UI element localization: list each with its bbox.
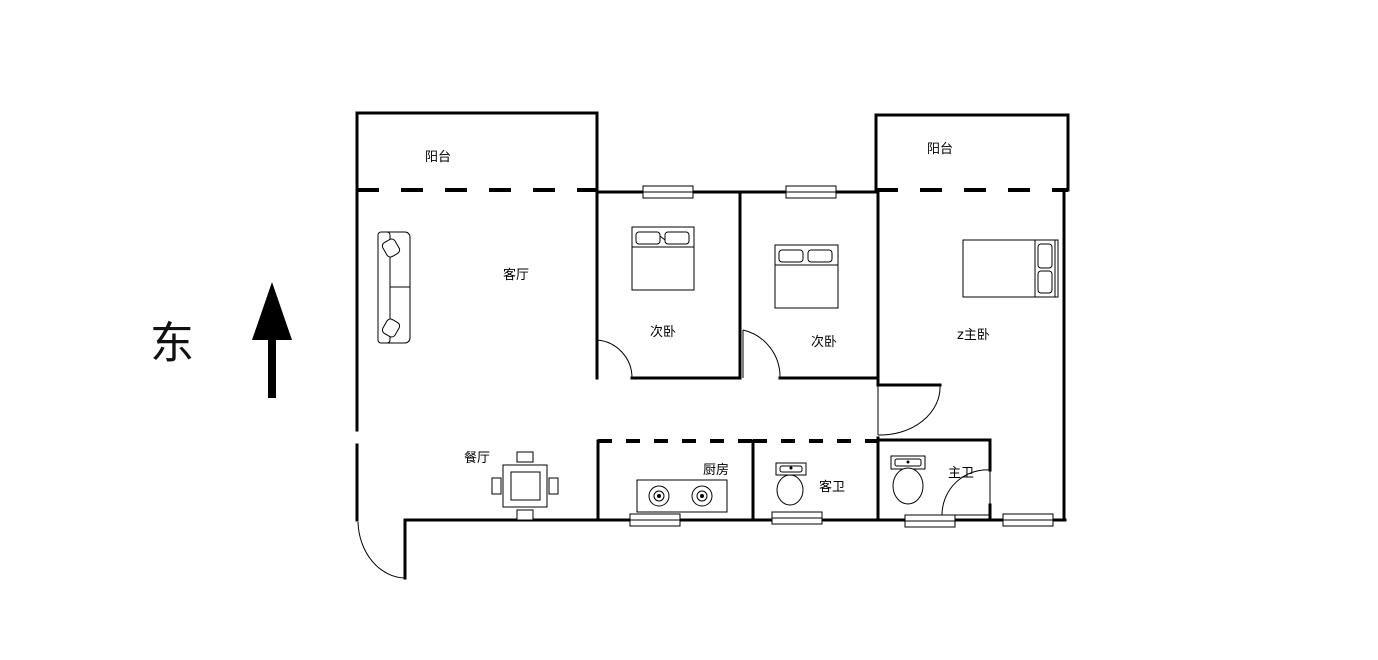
window-master-bath <box>904 514 956 528</box>
compass-direction-label: 东 <box>150 318 194 369</box>
dining-table-icon <box>491 451 559 521</box>
toilet-icon-master-bath <box>890 455 926 505</box>
window-kitchen <box>629 513 681 527</box>
window-bedroom-2b <box>785 185 837 199</box>
bed-icon-master-bedroom <box>962 239 1059 298</box>
bed-icon-bedroom-2b <box>774 244 839 309</box>
balcony-right <box>874 113 1070 192</box>
bed-icon-bedroom-2a <box>631 226 695 291</box>
room-label-kitchen: 厨房 <box>703 462 729 478</box>
window-right <box>1002 513 1054 527</box>
room-label-bedroom-2a: 次卧 <box>650 324 676 340</box>
door-entrance <box>357 521 406 579</box>
door-master-bedroom <box>877 384 941 436</box>
room-label-living-room: 客厅 <box>503 267 529 283</box>
north-arrow-icon <box>252 282 292 398</box>
sofa-icon <box>377 231 411 344</box>
door-bedroom-2a <box>596 339 633 379</box>
room-label-balcony-left: 阳台 <box>425 150 451 165</box>
toilet-icon-guest-bath <box>775 462 807 506</box>
outer-walls <box>355 188 1067 580</box>
window-guest-bath <box>771 511 823 525</box>
balcony-left <box>355 111 599 192</box>
window-bedroom-2a <box>642 185 694 199</box>
room-label-bedroom-2b: 次卧 <box>811 334 837 350</box>
room-label-master-bath: 主卫 <box>948 466 974 481</box>
room-label-guest-bath: 客卫 <box>819 479 845 495</box>
room-label-balcony-right: 阳台 <box>927 142 953 157</box>
room-label-master-bedroom: z主卧 <box>957 328 990 343</box>
stove-icon <box>636 479 728 513</box>
room-label-dining-room: 餐厅 <box>464 450 490 466</box>
door-bedroom-2b <box>742 329 781 379</box>
interior-walls <box>595 190 992 522</box>
